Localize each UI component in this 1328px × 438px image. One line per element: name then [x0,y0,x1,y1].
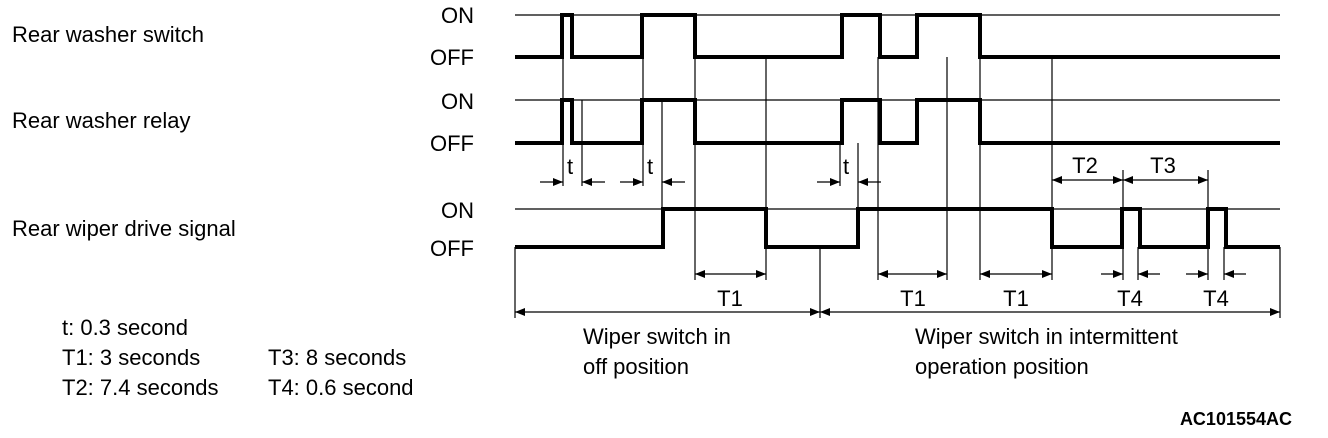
wiper-drive-on-label: ON [441,198,474,223]
legend-T2: T2: 7.4 seconds [62,375,219,400]
t1-label-1: T1 [717,286,743,311]
reference-lines [514,57,1281,318]
timing-legend: t: 0.3 second T1: 3 seconds T2: 7.4 seco… [62,315,414,400]
t-label-1: t [567,154,573,179]
t-label-2: t [647,154,653,179]
washer-switch-off-label: OFF [430,45,474,70]
legend-T4: T4: 0.6 second [268,375,414,400]
t2-label: T2 [1072,153,1098,178]
legend-T1: T1: 3 seconds [62,345,200,370]
legend-t: t: 0.3 second [62,315,188,340]
t3-label: T3 [1150,153,1176,178]
washer-relay-label: Rear washer relay [12,108,191,133]
wiper-drive-label: Rear wiper drive signal [12,216,236,241]
washer-relay-off-label: OFF [430,131,474,156]
t4-label-1: T4 [1117,286,1143,311]
wiper-drive-off-label: OFF [430,236,474,261]
intermittent-caption-line1: Wiper switch in intermittent [915,324,1178,349]
intermittent-caption-line2: operation position [915,354,1089,379]
washer-switch-label: Rear washer switch [12,22,204,47]
washer-switch-waveform [515,13,1280,59]
washer-switch-on-label: ON [441,3,474,28]
off-position-caption-line1: Wiper switch in [583,324,731,349]
t4-label-2: T4 [1203,286,1229,311]
washer-relay-waveform [515,98,1280,145]
figure-code: AC101554AC [1180,409,1292,429]
washer-relay-on-label: ON [441,89,474,114]
legend-T3: T3: 8 seconds [268,345,406,370]
t1-label-2: T1 [900,286,926,311]
wiper-drive-waveform [515,207,1280,249]
off-position-caption-line2: off position [583,354,689,379]
t-label-3: t [843,154,849,179]
t1-label-3: T1 [1003,286,1029,311]
